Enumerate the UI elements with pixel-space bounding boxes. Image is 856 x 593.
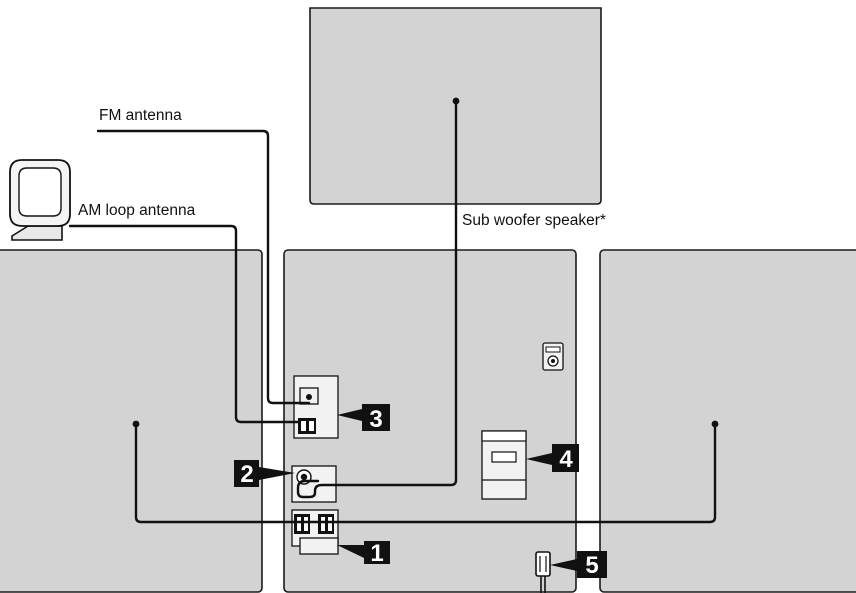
fm-antenna-label: FM antenna <box>99 107 182 124</box>
svg-text:1: 1 <box>370 540 383 567</box>
am-loop-antenna-label: AM loop antenna <box>78 202 196 219</box>
callout-5: 5 <box>550 551 607 579</box>
left-speaker-wire-end <box>132 420 140 428</box>
svg-text:4: 4 <box>559 446 573 473</box>
am-antenna-wire <box>68 224 302 424</box>
callout-2: 2 <box>234 460 295 488</box>
am-loop-antenna-icon <box>9 159 71 241</box>
antenna-terminal <box>293 375 339 439</box>
left-speaker-panel <box>0 249 263 593</box>
subwoofer-wire-end <box>452 97 460 105</box>
right-speaker-panel <box>599 249 856 593</box>
speaker-wire <box>134 422 717 524</box>
coaxial-jack-icon <box>542 342 564 371</box>
speaker-terminals <box>291 509 339 555</box>
power-cord-plug <box>535 551 551 593</box>
callout-3: 3 <box>337 404 390 433</box>
right-speaker-wire-end <box>711 420 719 428</box>
voltage-selector <box>481 430 527 500</box>
svg-text:3: 3 <box>369 406 382 433</box>
callout-4: 4 <box>526 444 579 473</box>
fm-antenna-wire <box>96 129 311 405</box>
svg-text:5: 5 <box>585 552 598 579</box>
sub-woofer-label: Sub woofer speaker* <box>462 212 606 229</box>
svg-text:2: 2 <box>240 461 253 488</box>
callout-1: 1 <box>337 540 390 567</box>
subwoofer-wire <box>296 99 458 499</box>
